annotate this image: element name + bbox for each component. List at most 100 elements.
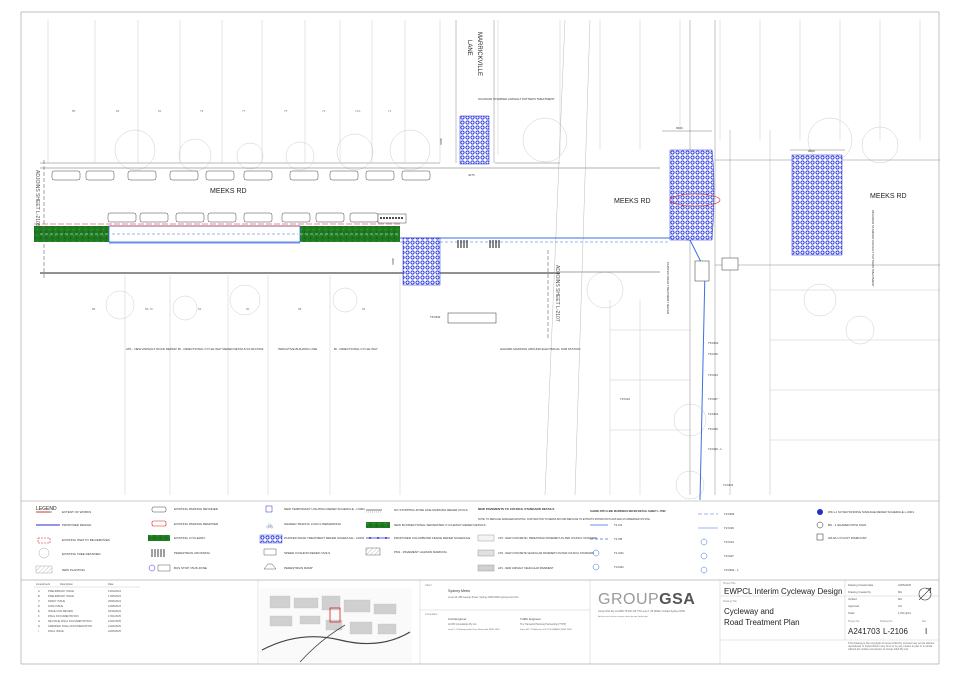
svg-text:T5 DD2: T5 DD2 <box>430 315 441 319</box>
street-lane-1: MARRICKVILLE <box>476 32 482 76</box>
svg-text:17/01/2025: 17/01/2025 <box>108 614 122 618</box>
legend-sym-t1d21 <box>592 549 600 557</box>
street-meeks-mid: MEEKS RD <box>614 198 651 205</box>
svg-text:T6 D16: T6 D16 <box>708 352 718 356</box>
svg-text:Approved: Approved <box>848 604 860 608</box>
svg-text:AP1 - NEW ASPHALT VEHICULAR PA: AP1 - NEW ASPHALT VEHICULAR PAVEMENT <box>498 566 554 570</box>
legend-sym-cycleway <box>148 535 170 541</box>
legend-sym-wayfinding <box>817 509 823 515</box>
svg-text:4275: 4275 <box>468 173 475 177</box>
svg-text:Architecture interior design u: Architecture interior design urban desig… <box>598 615 649 618</box>
svg-text:Drawing Created date: Drawing Created date <box>848 583 874 587</box>
svg-text:Project Title: Project Title <box>723 582 736 585</box>
street-meeks-left: MEEKS RD <box>210 188 247 195</box>
svg-text:PAINTED ROAD TREATMENT REFER S: PAINTED ROAD TREATMENT REFER SCHEDULE - … <box>284 536 365 540</box>
svg-text:62: 62 <box>198 307 202 311</box>
svg-text:AP1 - NEW ASPHALT ROAD REPAIR: AP1 - NEW ASPHALT ROAD REPAIR <box>126 347 178 351</box>
svg-text:NEW PAVEMENTS TO COUNCIL STAND: NEW PAVEMENTS TO COUNCIL STANDARD DETAIL… <box>478 507 554 511</box>
legend-labels: EXTENT OF WORKS PROPOSED DESIGN EXISTING… <box>62 507 914 572</box>
svg-text:Traffic Engineer: Traffic Engineer <box>520 617 541 621</box>
svg-text:PM1 - PAVEMENT HAZARD MARKING: PM1 - PAVEMENT HAZARD MARKING <box>394 550 448 554</box>
svg-text:T3 D13: T3 D13 <box>708 373 718 377</box>
svg-text:77: 77 <box>242 109 246 113</box>
sign-box-right <box>721 257 739 271</box>
street-meeks-right: MEEKS RD <box>870 193 907 200</box>
svg-text:ISSUE FOR REVIEW: ISSUE FOR REVIEW <box>48 609 73 613</box>
svg-text:22/05/2025: 22/05/2025 <box>108 629 122 633</box>
svg-text:EXISTING PARKING RETAINED: EXISTING PARKING RETAINED <box>174 507 219 511</box>
svg-text:Date: Date <box>108 582 114 586</box>
svg-text:A: A <box>38 589 40 593</box>
svg-text:T5 D20: T5 D20 <box>708 427 718 431</box>
lot-numbers: 85 83 81 79 77 75 73 71A 71 86 84-70 62 … <box>72 109 392 311</box>
svg-text:21/01/2025: 21/01/2025 <box>108 619 122 623</box>
groupgsa-logo: GROUPGSA Group GSA Pty Ltd ABN 76 002 11… <box>598 591 695 618</box>
legend-sym-planting <box>35 565 53 574</box>
svg-text:GS: GS <box>898 604 902 608</box>
svg-text:Level 43, 680 George Street, S: Level 43, 680 George Street, Sydney NSW … <box>448 596 519 599</box>
svg-text:FINAL DOCUMENTATION: FINAL DOCUMENTATION <box>48 614 79 618</box>
svg-text:E: E <box>38 609 40 613</box>
project-title: EWPCL Interim Cycleway Design <box>724 587 842 596</box>
svg-text:86: 86 <box>92 307 96 311</box>
svg-text:T3 D13: T3 D13 <box>620 397 630 401</box>
north-arrow-icon <box>918 587 932 601</box>
svg-text:04/10/2024: 04/10/2024 <box>108 609 122 613</box>
svg-text:Description: Description <box>60 582 74 586</box>
key-plan-marker <box>329 607 341 623</box>
sheet-border <box>20 11 940 665</box>
legend-sym-parking <box>151 506 167 513</box>
amendment-row: E ISSUE FOR REVIEW 04/10/2024 <box>38 609 122 613</box>
svg-text:81: 81 <box>158 109 162 113</box>
legend-sym-bike: 🚲 <box>266 523 274 529</box>
svg-text:CP2 - NEW CONCRETE VEHICULAR P: CP2 - NEW CONCRETE VEHICULAR PAVEMENT AS… <box>498 551 594 555</box>
svg-text:B: B <box>38 594 40 598</box>
svg-text:EXISTING PARKING REMOVED: EXISTING PARKING REMOVED <box>174 522 219 526</box>
svg-text:ON-ROAD STAMPED ASPHALT PATTER: ON-ROAD STAMPED ASPHALT PATTERN TREATMEN… <box>478 97 555 101</box>
project-number: A241703 <box>848 627 881 636</box>
svg-text:9600: 9600 <box>808 149 815 153</box>
site-plan <box>34 19 940 501</box>
drawing-title-1: Cycleway and <box>724 607 774 616</box>
svg-text:Verified: Verified <box>848 597 857 601</box>
svg-text:EXTENT OF WORKS: EXTENT OF WORKS <box>62 510 91 514</box>
svg-text:BS - 1 SHARED PATH SIGN: BS - 1 SHARED PATH SIGN <box>828 523 866 527</box>
svg-text:73: 73 <box>322 109 326 113</box>
sign-box-mid <box>694 260 710 282</box>
svg-text:71: 71 <box>388 109 392 113</box>
svg-text:PEDESTRIAN CROSSING: PEDESTRIAN CROSSING <box>174 551 211 555</box>
svg-text:4000: 4000 <box>439 138 443 145</box>
match-label-left: ADJOINS SHEET L-2105 <box>34 170 40 227</box>
parked-cars-south <box>107 212 379 223</box>
legend-sym-hazard <box>365 547 381 556</box>
legend-sym-ap1 <box>477 564 495 572</box>
svg-text:ON-ROAD STAMPED ASPHALT PATTER: ON-ROAD STAMPED ASPHALT PATTERN TREATMEN… <box>871 210 875 287</box>
drawing-number: L-2106 <box>883 627 908 636</box>
svg-text:T2 DD1: T2 DD1 <box>708 412 719 416</box>
svg-text:The Transport Planning Partner: The Transport Planning Partnership (TTPP… <box>520 623 566 626</box>
svg-text:ACOR Consultants Pty Ltd: ACOR Consultants Pty Ltd <box>448 623 477 626</box>
svg-text:T2 DD1: T2 DD1 <box>723 483 734 487</box>
plan-labels: MEEKS RD MEEKS RD MEEKS RD MARRICKVILLE … <box>34 32 907 487</box>
svg-text:Project No.: Project No. <box>848 620 860 623</box>
svg-text:83: 83 <box>116 109 120 113</box>
legend-sym-t4d21 <box>592 563 600 571</box>
legend-sym-g89a <box>816 533 824 541</box>
svg-text:58: 58 <box>298 307 302 311</box>
street-lane-2: LANE <box>466 40 472 56</box>
svg-text:G8-9A CYCLIST DISMOUNT: G8-9A CYCLIST DISMOUNT <box>828 536 867 540</box>
svg-text:9600: 9600 <box>676 126 683 130</box>
svg-text:BI - DIRECTIONAL CYCLE WAY REF: BI - DIRECTIONAL CYCLE WAY REFER DETAILS… <box>178 347 264 351</box>
svg-text:T3 D20 - L: T3 D20 - L <box>708 447 723 451</box>
match-label-mid: ADJOINS SHEET L-2107 <box>554 265 560 322</box>
project-block: Project Title EWPCL Interim Cycleway Des… <box>723 582 842 627</box>
svg-text:EXISTING CYCLEWAY: EXISTING CYCLEWAY <box>174 536 205 540</box>
svg-text:PRELIMINARY ISSUE: PRELIMINARY ISSUE <box>48 594 74 598</box>
legend-title: LEGEND <box>36 506 57 512</box>
svg-text:BI - DIRECTIONAL CYCLE WAY: BI - DIRECTIONAL CYCLE WAY <box>334 347 378 351</box>
